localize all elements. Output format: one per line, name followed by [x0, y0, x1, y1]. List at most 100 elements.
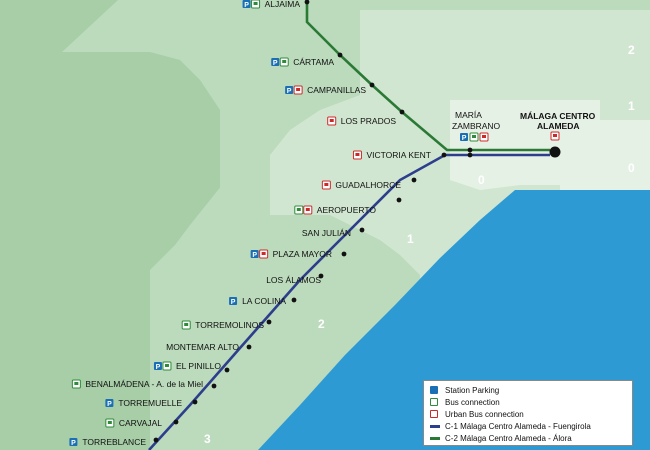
line-c2-swatch	[430, 437, 440, 441]
bus-icon	[279, 57, 289, 67]
bus-icon	[469, 132, 479, 142]
parking-icon: P	[271, 58, 280, 67]
legend-line-c2: C-2 Málaga Centro Alameda - Álora	[430, 433, 626, 445]
svg-text:P: P	[252, 252, 257, 259]
urban-bus-icon	[303, 205, 313, 215]
urban-bus-icon	[479, 132, 489, 142]
station-stop	[318, 273, 324, 279]
station-name: LA COLINA	[242, 296, 286, 306]
svg-text:P: P	[244, 2, 249, 9]
maria-zambrano-line2: ZAMBRANO	[452, 121, 501, 131]
zone-0-top-area	[600, 100, 650, 120]
parking-icon: P	[250, 250, 259, 259]
station-stop	[224, 367, 230, 373]
line-c1-route	[148, 153, 550, 450]
terminal-urban-bus-icon	[550, 131, 560, 141]
station-labels: ÁLORAPPIZARRAPALJAIMAPCÁRTAMAPCAMPANILLA…	[69, 0, 431, 447]
parking-icon: P	[105, 399, 114, 408]
station-stop	[399, 109, 405, 115]
bus-icon	[430, 398, 438, 407]
station-name: LOS PRADOS	[341, 116, 397, 126]
maria-zambrano-icons: P	[460, 132, 489, 142]
station-name: TORREBLANCE	[82, 437, 146, 447]
station-stop	[246, 344, 252, 350]
zone-label: 2	[628, 43, 635, 57]
parking-icon: P	[460, 133, 468, 142]
urban-bus-icon	[293, 85, 303, 95]
station-stop	[304, 0, 310, 5]
svg-text:P: P	[107, 401, 112, 408]
zone-label: 0	[478, 173, 485, 187]
zone-label: 2	[318, 317, 325, 331]
station-stop	[396, 197, 402, 203]
station-name: ALJAIMA	[265, 0, 301, 9]
urban-bus-icon	[259, 249, 269, 259]
station-name: CAMPANILLAS	[307, 85, 366, 95]
station-stop	[411, 177, 417, 183]
station-stop	[441, 152, 447, 158]
svg-text:P: P	[231, 299, 236, 306]
parking-icon: P	[285, 86, 294, 95]
svg-text:P: P	[462, 135, 467, 142]
zone-label: 3	[204, 432, 211, 446]
station-name: LOS ÁLAMOS	[266, 275, 321, 285]
station-name: AEROPUERTO	[317, 205, 377, 215]
station-stop	[291, 297, 297, 303]
parking-icon: P	[242, 0, 251, 9]
svg-text:P: P	[287, 88, 292, 95]
map-legend: Station Parking Bus connection Urban Bus…	[423, 380, 633, 446]
station-name: MONTEMAR ALTO	[166, 342, 239, 352]
station-name: TORREMOLINOS	[195, 320, 264, 330]
legend-urban-bus: Urban Bus connection	[430, 408, 626, 420]
bus-icon	[294, 205, 304, 215]
parking-icon: P	[153, 362, 162, 371]
svg-text:P: P	[71, 440, 76, 447]
bus-icon	[181, 320, 191, 330]
station-stops	[153, 0, 447, 443]
station-stop	[211, 383, 217, 389]
zone-label: 1	[628, 99, 635, 113]
station-stop	[266, 319, 272, 325]
parking-icon: P	[229, 297, 238, 306]
legend-line-c1: C-1 Málaga Centro Alameda - Fuengirola	[430, 421, 626, 433]
urban-bus-icon	[327, 116, 337, 126]
urban-bus-icon	[430, 410, 438, 419]
legend-parking: Station Parking	[430, 384, 626, 396]
station-stop	[192, 399, 198, 405]
bus-icon	[105, 418, 115, 428]
parking-icon	[430, 386, 438, 395]
terminal-name-line2: ALAMEDA	[537, 121, 580, 131]
terminal-name-line1: MÁLAGA CENTRO	[520, 111, 596, 121]
station-name: CARVAJAL	[119, 418, 162, 428]
zone-label: 1	[407, 232, 414, 246]
station-name: VICTORIA KENT	[366, 150, 431, 160]
station-stop	[467, 147, 473, 153]
station-name: SAN JULIÁN	[302, 228, 351, 238]
zone-label: 0	[628, 161, 635, 175]
station-stop	[337, 52, 343, 58]
maria-zambrano-line1: MARÍA	[455, 110, 482, 120]
terminal-stop	[549, 146, 561, 158]
station-stop	[467, 152, 473, 158]
line-c1-swatch	[430, 425, 440, 429]
station-stop	[369, 82, 375, 88]
bus-icon	[251, 0, 261, 9]
station-name: CÁRTAMA	[293, 57, 334, 67]
svg-text:P: P	[273, 60, 278, 67]
legend-bus: Bus connection	[430, 396, 626, 408]
station-name: GUADALHORCE	[335, 180, 401, 190]
station-name: BENALMÁDENA - A. de la Miel	[85, 379, 203, 389]
parking-icon: P	[69, 438, 78, 447]
station-name: PLAZA MAYOR	[273, 249, 332, 259]
bus-icon	[162, 361, 172, 371]
station-name: EL PINILLO	[176, 361, 221, 371]
svg-text:P: P	[156, 364, 161, 371]
station-stop	[359, 227, 365, 233]
urban-bus-icon	[352, 150, 362, 160]
station-name: TORREMUELLE	[118, 398, 182, 408]
station-stop	[153, 437, 159, 443]
station-stop	[173, 419, 179, 425]
station-stop	[341, 251, 347, 257]
